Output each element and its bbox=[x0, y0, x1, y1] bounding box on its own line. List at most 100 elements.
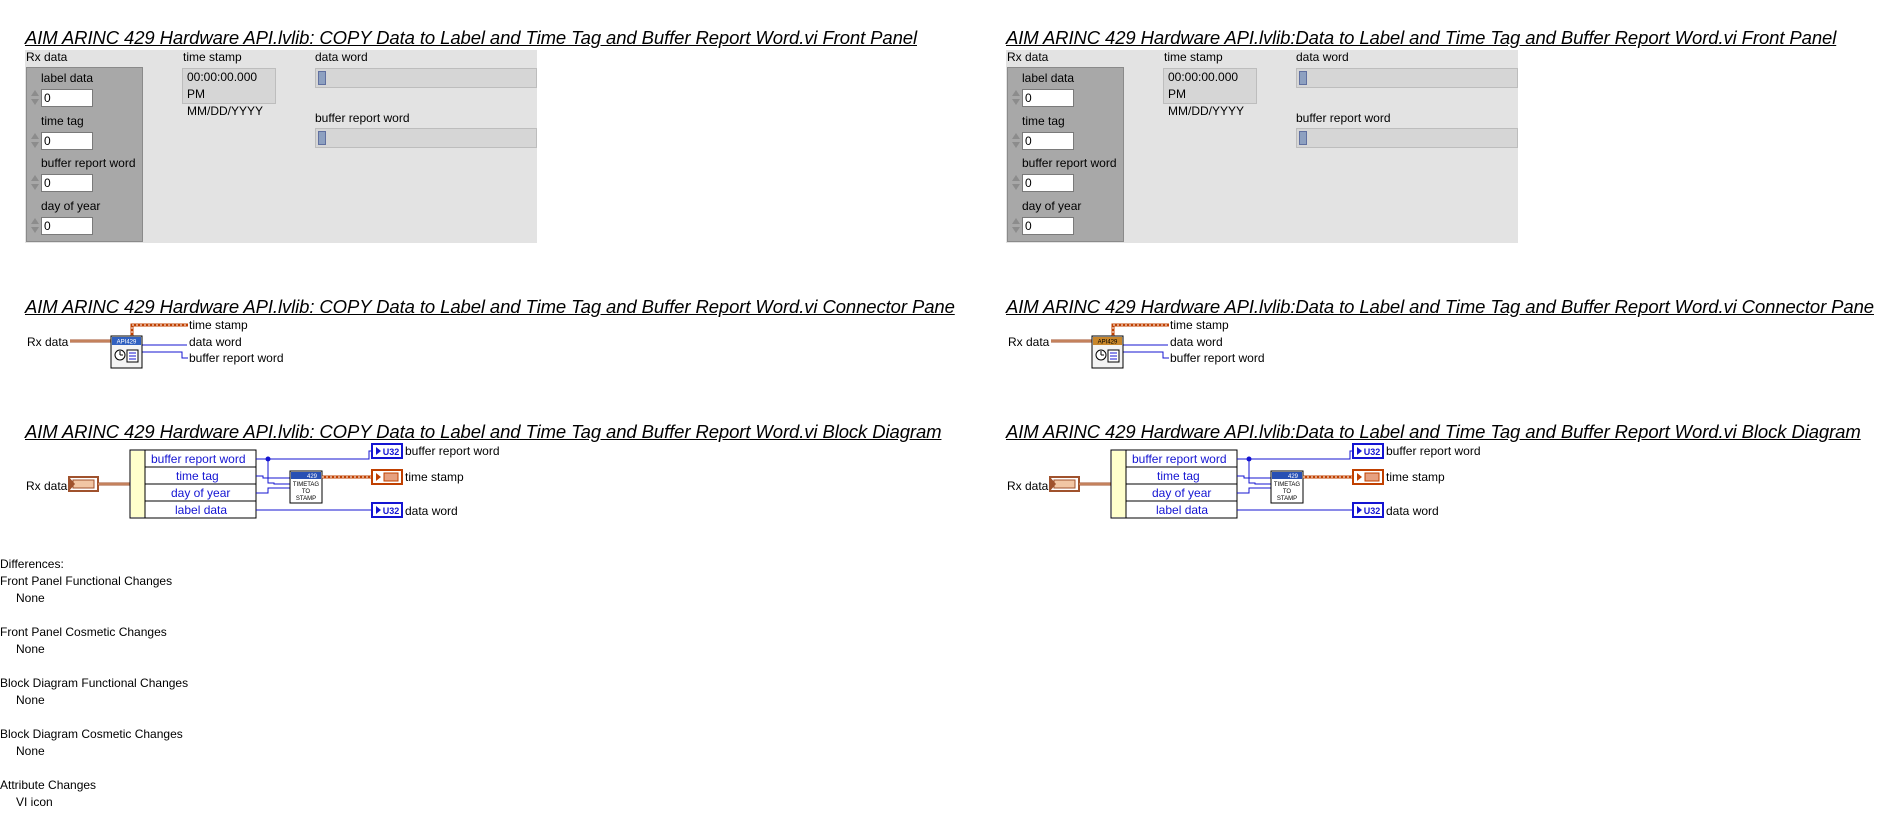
data-word-indicator-terminal[interactable]: U32 bbox=[1352, 502, 1384, 518]
timetag-to-stamp-subvi[interactable]: 429 TIMETAG TO STAMP bbox=[289, 470, 323, 504]
radix-icon[interactable] bbox=[318, 71, 326, 85]
radix-icon[interactable] bbox=[1299, 131, 1307, 145]
bd-data-word-label: data word bbox=[405, 504, 458, 518]
time-tag-value[interactable]: 0 bbox=[41, 132, 93, 150]
increment-arrows[interactable] bbox=[1011, 132, 1021, 150]
difference-heading: Attribute Changes bbox=[0, 778, 97, 792]
increment-arrows[interactable] bbox=[30, 217, 40, 235]
day-of-year-control[interactable]: 0 bbox=[1011, 217, 1074, 235]
block-diagram-wiring: 429 TIMETAG TO STAMP U32 U32 bbox=[68, 443, 403, 519]
svg-text:TIMETAG: TIMETAG bbox=[293, 482, 320, 488]
bd-buffer-report-wire bbox=[256, 450, 372, 485]
cp-time-stamp-label: time stamp bbox=[189, 318, 248, 332]
increment-arrows[interactable] bbox=[30, 89, 40, 107]
vi-icon[interactable]: API429 bbox=[1091, 335, 1124, 369]
svg-text:U32: U32 bbox=[1364, 447, 1381, 457]
buffer-report-word-indicator-terminal[interactable]: U32 bbox=[371, 443, 403, 459]
time-tag-control[interactable]: 0 bbox=[1011, 132, 1074, 150]
time-tag-label: time tag bbox=[41, 114, 84, 128]
buffer-report-word-indicator: 00000000000000000000000000000000 bbox=[315, 128, 537, 148]
increment-arrows[interactable] bbox=[1011, 174, 1021, 192]
time-stamp-time: 00:00:00.000 PM bbox=[1168, 70, 1239, 101]
right-vi-column: AIM ARINC 429 Hardware API.lvlib:Data to… bbox=[1006, 0, 1887, 560]
increment-arrows[interactable] bbox=[30, 132, 40, 150]
label-data-control[interactable]: 0 bbox=[1011, 89, 1074, 107]
difference-item: None bbox=[16, 744, 45, 758]
bd-data-word-label: data word bbox=[1386, 504, 1439, 518]
buffer-report-word-indicator: 00000000000000000000000000000000 bbox=[1296, 128, 1518, 148]
label-data-control[interactable]: 0 bbox=[30, 89, 93, 107]
label-data-value[interactable]: 0 bbox=[1022, 89, 1074, 107]
increment-arrows[interactable] bbox=[30, 174, 40, 192]
rx-data-label: Rx data bbox=[26, 50, 68, 64]
difference-item: VI icon bbox=[16, 795, 53, 809]
cp-data-word-label: data word bbox=[189, 335, 242, 349]
cp-buffer-report-word-label: buffer report word bbox=[189, 351, 284, 365]
rx-data-label: Rx data bbox=[1007, 50, 1049, 64]
cp-time-stamp-wire bbox=[1111, 323, 1169, 337]
buffer-report-word-indicator-terminal[interactable]: U32 bbox=[1352, 443, 1384, 459]
svg-text:STAMP: STAMP bbox=[1277, 496, 1297, 502]
connector-pane-wiring: API429 bbox=[70, 323, 188, 369]
cp-buffer-report-word-label: buffer report word bbox=[1170, 351, 1265, 365]
increment-arrows[interactable] bbox=[1011, 89, 1021, 107]
difference-heading: Front Panel Cosmetic Changes bbox=[0, 625, 167, 639]
day-of-year-value[interactable]: 0 bbox=[1022, 217, 1074, 235]
connector-pane-title: AIM ARINC 429 Hardware API.lvlib: COPY D… bbox=[25, 296, 955, 317]
time-tag-control[interactable]: 0 bbox=[30, 132, 93, 150]
cp-buffer-report-word-wire bbox=[135, 351, 188, 359]
vi-icon[interactable]: API429 bbox=[110, 335, 143, 369]
buffer-report-word-ind-label: buffer report word bbox=[1296, 111, 1391, 125]
unbundle-item: buffer report word bbox=[151, 452, 246, 466]
block-diagram-title: AIM ARINC 429 Hardware API.lvlib: COPY D… bbox=[25, 421, 942, 442]
increment-arrows[interactable] bbox=[1011, 217, 1021, 235]
timetag-to-stamp-subvi[interactable]: 429 TIMETAG TO STAMP bbox=[1270, 470, 1304, 504]
differences-title: Differences: bbox=[0, 557, 64, 571]
cp-buffer-report-word-wire bbox=[1116, 351, 1169, 359]
buffer-report-word-value[interactable]: 0 bbox=[41, 174, 93, 192]
data-word-label: data word bbox=[315, 50, 368, 64]
bd-buffer-report-word-label: buffer report word bbox=[405, 444, 500, 458]
label-data-value[interactable]: 0 bbox=[41, 89, 93, 107]
unbundle-item: label data bbox=[1156, 503, 1209, 517]
svg-text:TIMETAG: TIMETAG bbox=[1274, 482, 1301, 488]
svg-text:TO: TO bbox=[1283, 489, 1292, 495]
cp-data-word-label: data word bbox=[1170, 335, 1223, 349]
difference-heading: Front Panel Functional Changes bbox=[0, 574, 173, 588]
time-stamp-indicator-terminal[interactable] bbox=[371, 469, 403, 485]
label-data-label: label data bbox=[1022, 71, 1075, 85]
buffer-report-word-value[interactable]: 0 bbox=[1022, 174, 1074, 192]
block-diagram-title: AIM ARINC 429 Hardware API.lvlib:Data to… bbox=[1006, 421, 1861, 442]
buffer-report-word-control[interactable]: 0 bbox=[30, 174, 93, 192]
bd-time-tag-wire bbox=[256, 475, 290, 479]
left-vi-column: AIM ARINC 429 Hardware API.lvlib: COPY D… bbox=[25, 0, 1005, 560]
day-of-year-label: day of year bbox=[1022, 199, 1082, 213]
buffer-report-word-control[interactable]: 0 bbox=[1011, 174, 1074, 192]
radix-icon[interactable] bbox=[318, 131, 326, 145]
rx-data-terminal[interactable] bbox=[1049, 476, 1080, 492]
bd-buffer-report-wire bbox=[1237, 450, 1353, 485]
unbundle-by-name-node[interactable] bbox=[1110, 449, 1238, 519]
rx-data-terminal[interactable] bbox=[68, 476, 99, 492]
time-stamp-date: MM/DD/YYYY bbox=[187, 104, 264, 118]
svg-text:U32: U32 bbox=[383, 447, 400, 457]
time-tag-value[interactable]: 0 bbox=[1022, 132, 1074, 150]
day-of-year-control[interactable]: 0 bbox=[30, 217, 93, 235]
bd-rx-data-label: Rx data bbox=[26, 479, 68, 493]
difference-item: None bbox=[16, 693, 45, 707]
time-stamp-indicator-terminal[interactable] bbox=[1352, 469, 1384, 485]
data-word-indicator: 00000000000000000000000000000000 bbox=[315, 68, 537, 88]
radix-icon[interactable] bbox=[1299, 71, 1307, 85]
data-word-indicator-terminal[interactable]: U32 bbox=[371, 502, 403, 518]
label-data-label: label data bbox=[41, 71, 94, 85]
difference-item: None bbox=[16, 642, 45, 656]
time-tag-label: time tag bbox=[1022, 114, 1065, 128]
front-panel-title: AIM ARINC 429 Hardware API.lvlib: COPY D… bbox=[25, 27, 917, 48]
unbundle-item: time tag bbox=[1157, 469, 1200, 483]
bd-time-stamp-label: time stamp bbox=[1386, 470, 1445, 484]
time-stamp-label: time stamp bbox=[183, 50, 242, 64]
day-of-year-value[interactable]: 0 bbox=[41, 217, 93, 235]
unbundle-by-name-node[interactable] bbox=[129, 449, 257, 519]
